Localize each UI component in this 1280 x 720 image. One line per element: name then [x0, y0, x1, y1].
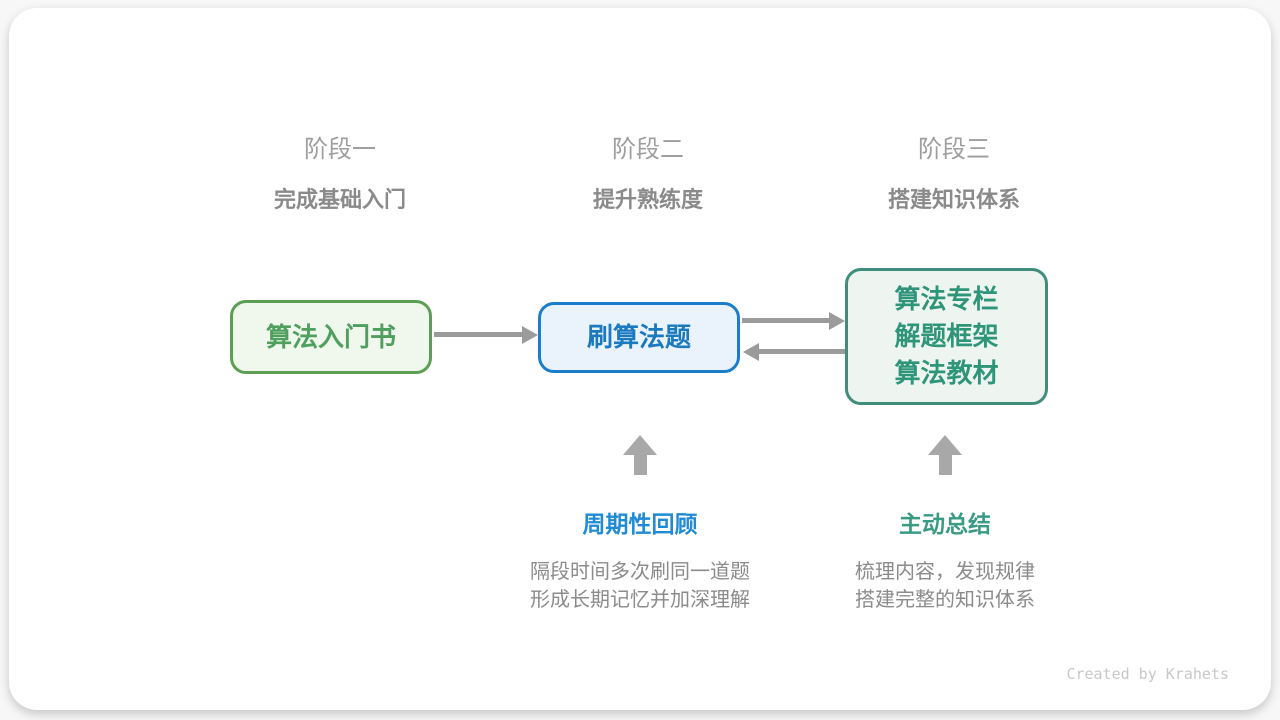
arrow-3-line [759, 349, 845, 354]
annotation-summary-desc: 梳理内容，发现规律 搭建完整的知识体系 [785, 558, 1105, 614]
arrow-1-right-head-icon [522, 326, 538, 344]
arrow-1-line [434, 332, 522, 337]
node-practice-problems: 刷算法题 [538, 302, 740, 373]
stage-1-label: 阶段一 [304, 136, 376, 163]
node-practice-problems-label: 刷算法题 [586, 322, 691, 352]
arrow-2-right-head-icon [829, 312, 845, 330]
up-arrow-head-icon [623, 435, 657, 455]
annotation-summary-desc-line-2: 搭建完整的知识体系 [855, 589, 1035, 611]
up-arrow-stem [633, 455, 647, 475]
node-intro-book-label: 算法入门书 [265, 321, 396, 352]
annotation-review-desc-line-2: 形成长期记忆并加深理解 [530, 589, 750, 611]
annotation-review-title: 周期性回顾 [582, 511, 698, 537]
credit-text: Created by Krahets [1066, 665, 1229, 683]
stage-2-label: 阶段二 [612, 136, 684, 163]
up-arrow-icon-review [623, 435, 657, 475]
node-knowledge-sources: 算法专栏 解题框架 算法教材 [845, 268, 1048, 405]
stage-header-3: 阶段三 搭建知识体系 [794, 136, 1114, 213]
stage-3-label: 阶段三 [918, 136, 990, 163]
stage-3-title: 搭建知识体系 [887, 187, 1020, 212]
annotation-summary-title: 主动总结 [899, 511, 991, 537]
node-intro-book: 算法入门书 [230, 300, 432, 374]
stage-header-1: 阶段一 完成基础入门 [180, 136, 500, 213]
annotation-review-desc: 隔段时间多次刷同一道题 形成长期记忆并加深理解 [480, 558, 800, 614]
arrow-3-left-head-icon [743, 343, 759, 361]
node-knowledge-line-3: 算法教材 [894, 358, 999, 388]
stage-1-title: 完成基础入门 [273, 187, 406, 212]
up-arrow-icon-summary [928, 435, 962, 475]
node-knowledge-line-1: 算法专栏 [894, 284, 999, 314]
node-knowledge-line-2: 解题框架 [894, 321, 999, 351]
annotation-summary-desc-line-1: 梳理内容，发现规律 [855, 561, 1035, 583]
annotation-review-desc-line-1: 隔段时间多次刷同一道题 [530, 561, 750, 583]
up-arrow-head-icon [928, 435, 962, 455]
up-arrow-stem [938, 455, 952, 475]
arrow-2-line [742, 318, 829, 323]
stage-2-title: 提升熟练度 [592, 187, 703, 212]
diagram-card: 阶段一 完成基础入门 阶段二 提升熟练度 阶段三 搭建知识体系 算法入门书 刷算… [9, 8, 1271, 710]
stage-header-2: 阶段二 提升熟练度 [488, 136, 808, 213]
